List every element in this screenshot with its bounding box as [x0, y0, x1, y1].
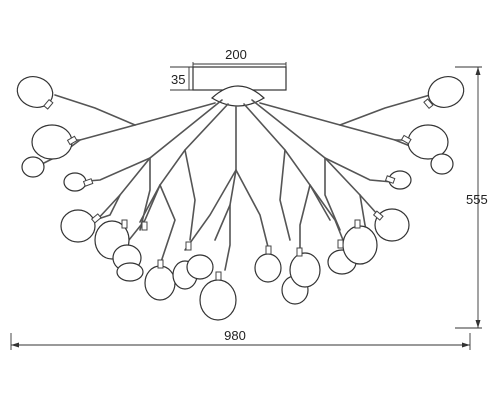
glass-bulbs	[16, 76, 465, 321]
canopy-width-dimension: 200	[192, 47, 287, 67]
total-height-dimension: 555	[455, 66, 488, 329]
canopy-height-dimension: 35	[170, 66, 193, 91]
total-height-label: 555	[466, 192, 488, 207]
bulb-sockets	[43, 98, 434, 281]
canopy-width-label: 200	[225, 47, 247, 62]
total-width-dimension: 980	[10, 328, 471, 350]
canopy-height-label: 35	[171, 72, 185, 87]
total-width-label: 980	[224, 328, 246, 343]
